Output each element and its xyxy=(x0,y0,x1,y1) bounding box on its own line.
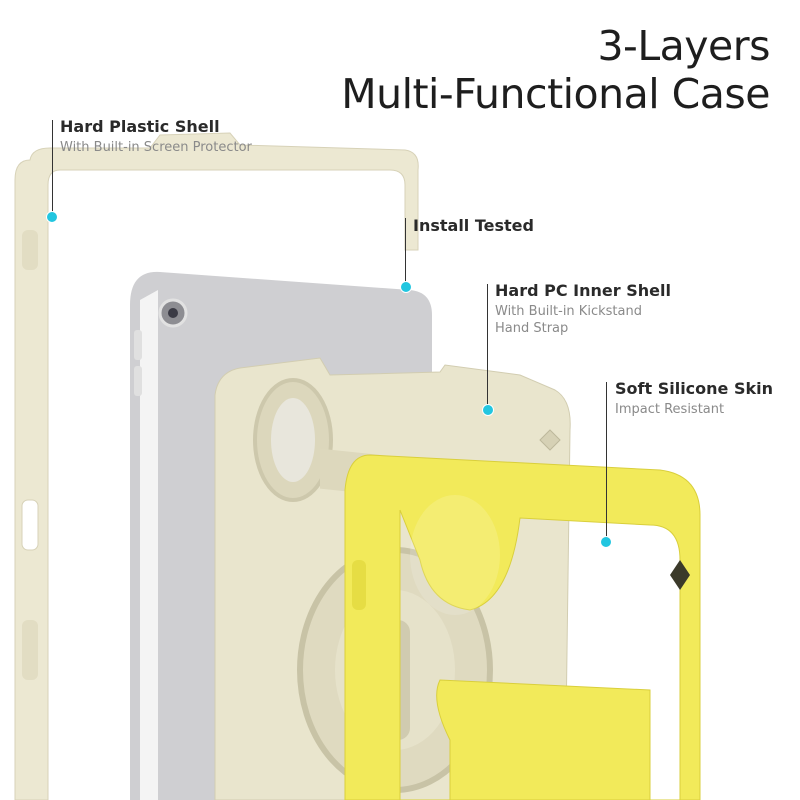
callout-dot xyxy=(600,536,612,548)
callout-heading: Hard Plastic Shell xyxy=(60,117,220,136)
callout-line xyxy=(52,120,53,215)
hard-plastic-shell xyxy=(14,132,419,800)
callout-sub: With Built-in Screen Protector xyxy=(60,140,252,155)
callout-sub: Hand Strap xyxy=(495,321,569,336)
callout-dot xyxy=(400,281,412,293)
callout-line xyxy=(606,382,607,538)
callout-line xyxy=(487,284,488,406)
callout-heading: Soft Silicone Skin xyxy=(615,379,773,398)
callout-hard-pc-inner-shell: Hard PC Inner Shell With Built-in Kickst… xyxy=(495,281,671,337)
callout-soft-silicone-skin: Soft Silicone Skin Impact Resistant xyxy=(615,379,773,418)
soft-silicone-skin xyxy=(344,454,701,800)
callout-install-tested: Install Tested xyxy=(413,216,534,235)
callout-sub: With Built-in Kickstand xyxy=(495,304,642,319)
callout-line xyxy=(405,218,406,284)
callout-dot xyxy=(46,211,58,223)
headline-line2: Multi-Functional Case xyxy=(341,70,770,118)
callout-heading: Hard PC Inner Shell xyxy=(495,281,671,300)
callout-sub: Impact Resistant xyxy=(615,402,725,417)
callout-dot xyxy=(482,404,494,416)
callout-heading: Install Tested xyxy=(413,216,534,235)
headline: 3-Layers Multi-Functional Case xyxy=(341,22,770,118)
callout-hard-plastic-shell: Hard Plastic Shell With Built-in Screen … xyxy=(60,117,252,156)
headline-line1: 3-Layers xyxy=(597,22,770,70)
